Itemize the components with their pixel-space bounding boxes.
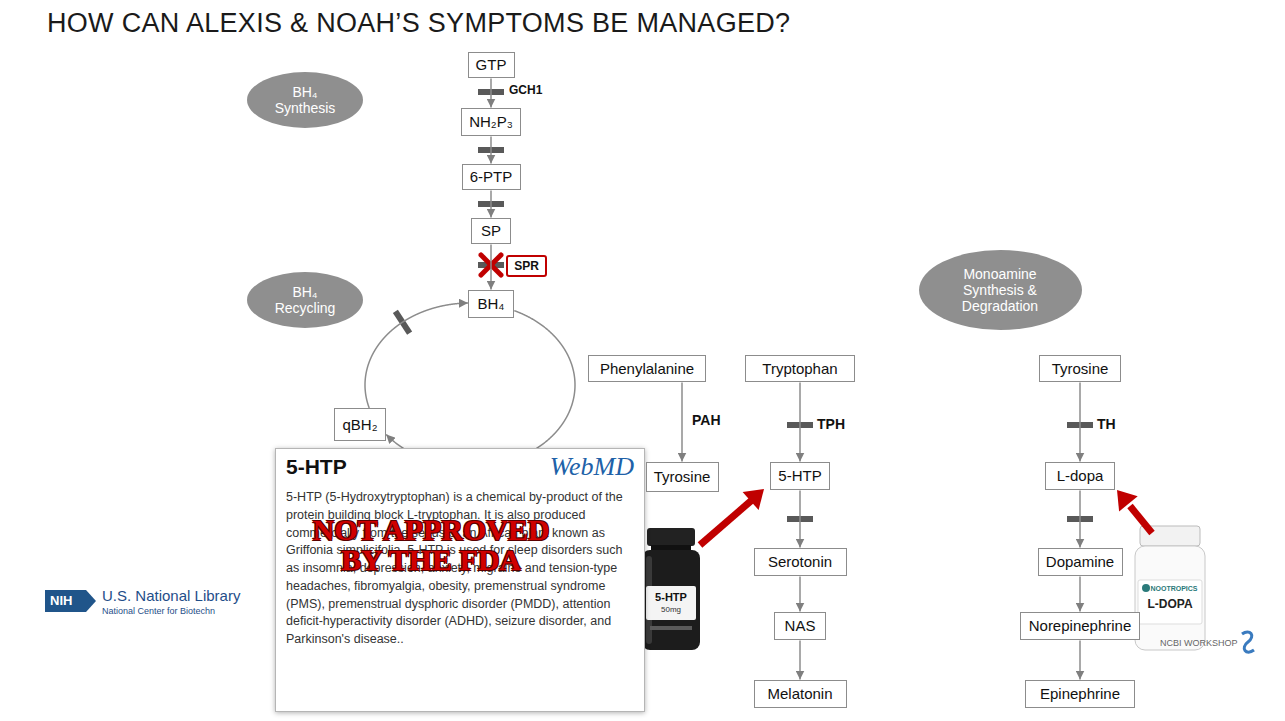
pathway-arrow — [799, 577, 801, 612]
pathway-arrow — [681, 383, 683, 462]
node-text: GTP — [476, 56, 507, 73]
pathway-box: Tryptophan — [745, 355, 855, 382]
pathway-arrow — [386, 311, 575, 467]
ellipse-fill — [247, 272, 363, 328]
pathway-box: NH₂P₃ — [461, 108, 521, 136]
node-text: qBH₂ — [342, 416, 377, 433]
pathway-box: Phenylalanine — [588, 355, 706, 382]
bottle-body — [1135, 546, 1205, 650]
pathway-box: BH₄ — [468, 290, 514, 318]
pathway-arrow — [799, 383, 801, 462]
pathway-box: SP — [471, 218, 511, 244]
node-text: Norepinephrine — [1029, 617, 1132, 634]
pathway-arrow — [365, 303, 468, 408]
node-text: BH₄ — [478, 295, 505, 312]
footer-text: National Center for Biotechn — [102, 606, 215, 616]
node-text: NH₂P₃ — [469, 113, 513, 130]
node-text: Epinephrine — [1040, 685, 1120, 702]
enzyme-name: TPH — [817, 416, 845, 432]
footer-text: NCBI WORKSHOP — [1160, 638, 1238, 648]
nih-logo-shape — [45, 590, 96, 612]
ellipse-fill — [919, 250, 1082, 330]
node-text: BH₄ Recycling — [264, 284, 347, 316]
pathway-arrow — [1079, 641, 1081, 680]
pathway-box: 5-HTP — [770, 462, 830, 490]
bottle-label — [646, 586, 696, 620]
node-text: Melatonin — [767, 685, 832, 702]
bottle-text: L-DOPA — [1147, 598, 1192, 612]
pathway-box: Serotonin — [754, 548, 847, 576]
node-text: SP — [481, 222, 501, 239]
node-text: BH₄ Synthesis — [264, 84, 347, 116]
bottle-text: 50mg — [661, 605, 681, 614]
bottle-text: NOOTROPICS — [1150, 585, 1197, 593]
pathway-box: Tyrosine — [1039, 355, 1121, 382]
warning-stamp: NOT APPROVED BY THE FDA — [296, 515, 566, 575]
node-text: Dopamine — [1046, 553, 1114, 570]
bottle-stripe — [650, 626, 692, 630]
node-text: Phenylalanine — [600, 360, 694, 377]
popup-heading: 5-HTP — [286, 455, 347, 479]
red-arrow-head — [1117, 490, 1138, 512]
node-text: 5-HTP — [778, 467, 821, 484]
ncbi-logo — [1242, 632, 1254, 652]
pathway-arrow — [799, 491, 801, 548]
supplement-bottle — [1135, 526, 1205, 650]
pathway-arrow — [490, 79, 492, 108]
pathway-arrow — [1079, 383, 1081, 462]
bottle-body — [642, 550, 700, 650]
node-text: Monoamine Synthesis & Degradation — [949, 266, 1051, 314]
enzyme-name: TH — [1097, 416, 1116, 432]
pathway-arrow — [799, 641, 801, 680]
enzyme-name: GCH1 — [509, 84, 542, 98]
brand-logo: WebMD — [550, 452, 634, 482]
pathway-box: Melatonin — [754, 680, 847, 708]
pathway-box: qBH₂ — [334, 408, 386, 441]
ellipse-label: BH₄ Synthesis — [246, 71, 364, 129]
pathway-arrow — [1079, 491, 1081, 548]
pathway-box: 6-PTP — [462, 164, 521, 190]
pathway-arrow — [1079, 577, 1081, 612]
nih-logo-text: NIH — [50, 594, 72, 609]
pathway-box: Epinephrine — [1025, 680, 1135, 708]
node-text: L-dopa — [1057, 467, 1104, 484]
enzyme-name: PAH — [692, 412, 721, 428]
red-arrow-shaft — [700, 500, 752, 545]
pathway-arrow — [490, 245, 492, 290]
enzyme-box: SPR — [506, 255, 547, 277]
bottle-text: 5-HTP — [655, 591, 687, 604]
info-popup: 5-HTPWebMD5-HTP (5-Hydroxytryptophan) is… — [275, 448, 645, 712]
pathway-box: Tyrosine — [646, 462, 719, 492]
pathway-box: Dopamine — [1038, 548, 1123, 576]
node-text: NAS — [785, 617, 816, 634]
pathway-box: L-dopa — [1045, 462, 1115, 490]
ellipse-fill — [247, 72, 363, 128]
ellipse-label: Monoamine Synthesis & Degradation — [918, 249, 1083, 331]
bottle-cap — [647, 528, 695, 546]
pathway-box: GTP — [468, 52, 515, 78]
footer-text: U.S. National Library — [102, 587, 240, 604]
node-text: SPR — [514, 259, 539, 273]
node-text: Tyrosine — [1052, 360, 1109, 377]
node-text: Tryptophan — [762, 360, 837, 377]
node-text: 6-PTP — [470, 168, 513, 185]
node-text: Tyrosine — [654, 468, 711, 485]
red-arrow-shaft — [1130, 506, 1152, 533]
ellipse-label: BH₄ Recycling — [246, 271, 364, 329]
bottle-label — [1138, 580, 1202, 624]
brand-dot — [1142, 584, 1150, 592]
slide-title: HOW CAN ALEXIS & NOAH’S SYMPTOMS BE MANA… — [47, 8, 790, 39]
node-text: Serotonin — [768, 553, 832, 570]
pathway-box: NAS — [774, 612, 826, 640]
pathway-arrow — [490, 191, 492, 218]
red-arrow-head — [743, 489, 764, 510]
pathway-box: Norepinephrine — [1020, 612, 1140, 640]
pathway-arrow — [490, 137, 492, 164]
supplement-bottle — [642, 528, 700, 650]
supplement-arrows — [700, 489, 1152, 545]
